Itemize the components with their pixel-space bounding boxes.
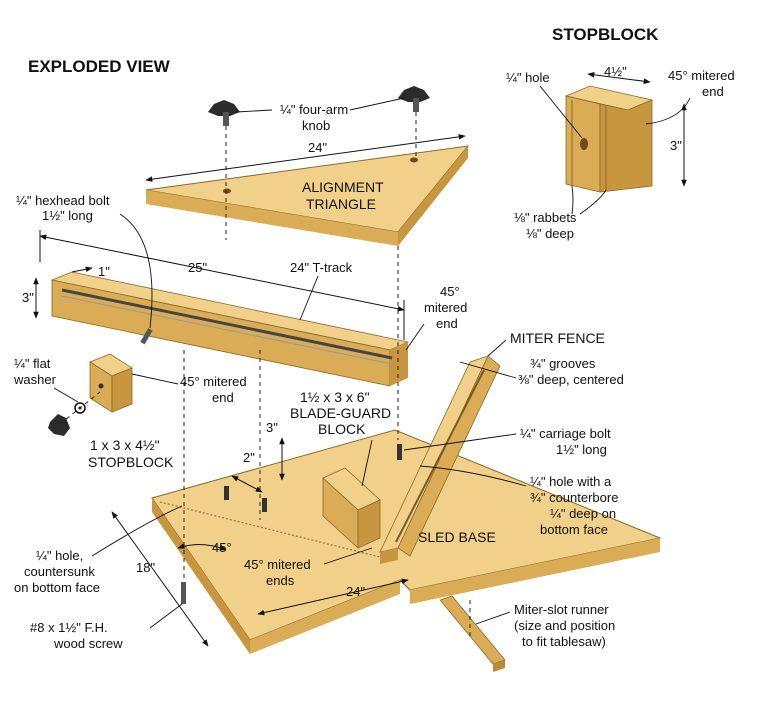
label-runner-3: to fit tablesaw) <box>522 634 606 649</box>
carriage-bolt-icon <box>397 444 402 460</box>
stopblock-heading: STOPBLOCK <box>552 25 659 44</box>
part-miter-fence: MITER FENCE <box>510 330 605 346</box>
part-blade-guard-2: BLADE-GUARD <box>290 405 391 421</box>
label-carriage-bolt-2: 1½" long <box>556 442 607 457</box>
four-arm-knob-icon <box>48 414 70 436</box>
detail-label-rabbets-2: ⅛" deep <box>526 226 574 241</box>
blade-guard-block <box>322 467 381 549</box>
label-hexhead-bolt: ¼" hexhead bolt <box>16 193 110 208</box>
dimension-base-angle: 45° <box>212 540 232 555</box>
label-countersunk-2: countersunk <box>24 564 95 579</box>
stopblock-part <box>89 353 133 413</box>
label-grooves-2: ⅜" deep, centered <box>518 372 624 387</box>
stopblock-detail <box>564 85 654 193</box>
label-hexhead-bolt-2: 1½" long <box>42 208 93 223</box>
wood-screw-icon <box>181 582 186 604</box>
screw-icon <box>224 486 229 500</box>
label-countersunk: ¼" hole, <box>36 548 83 563</box>
detail-label-rabbets: ⅛" rabbets <box>514 210 577 225</box>
miter-slot-runner <box>439 595 506 672</box>
label-runner-2: (size and position <box>514 618 615 633</box>
hexhead-bolt-icon <box>140 328 153 345</box>
label-four-arm-knob-2: knob <box>302 118 330 133</box>
label-flat-washer-2: washer <box>13 372 57 387</box>
label-wood-screw: #8 x 1½" F.H. <box>30 620 108 635</box>
detail-label-mitered: 45° mitered <box>668 68 735 83</box>
dimension-guard-height: 3" <box>266 420 278 435</box>
four-arm-knob-icon <box>398 86 430 112</box>
label-counterbore: ¼" hole with a <box>530 474 612 489</box>
four-arm-knob-icon <box>208 100 240 126</box>
label-base-mitered-2: ends <box>266 573 295 588</box>
label-carriage-bolt: ¼" carriage bolt <box>520 426 611 441</box>
exploded-view-heading: EXPLODED VIEW <box>28 57 171 76</box>
part-stopblock: 1 x 3 x 4½" <box>90 437 160 453</box>
detail-label-hole: ¼" hole <box>506 70 550 85</box>
label-counterbore-3: ¼" deep on <box>550 506 616 521</box>
label-counterbore-2: ¾" counterbore <box>530 490 618 505</box>
label-flat-washer: ¼" flat <box>14 356 51 371</box>
label-wood-screw-2: wood screw <box>53 636 123 651</box>
part-stopblock-2: STOPBLOCK <box>88 454 174 470</box>
label-mitered-end-2: mitered <box>424 300 467 315</box>
part-alignment-triangle-2: TRIANGLE <box>306 196 376 212</box>
flat-washer-icon <box>74 402 86 414</box>
miter-fence <box>379 355 501 564</box>
label-grooves: ¾" grooves <box>530 356 596 371</box>
screw-icon <box>262 498 267 512</box>
part-sled-base: SLED BASE <box>418 529 496 545</box>
detail-label-mitered-2: end <box>702 84 724 99</box>
label-counterbore-4: bottom face <box>540 522 608 537</box>
dimension-base-depth: 18" <box>136 560 155 575</box>
label-runner: Miter-slot runner <box>514 602 609 617</box>
part-blade-guard-3: BLOCK <box>318 421 366 437</box>
label-mitered-end: 45° <box>440 284 460 299</box>
dimension-fence-height: 3" <box>22 290 34 305</box>
dimension-track-offset: 1" <box>98 264 110 279</box>
label-mitered-end-3: end <box>436 316 458 331</box>
part-blade-guard: 1½ x 3 x 6" <box>300 389 370 405</box>
dimension-triangle-length: 24" <box>308 140 327 155</box>
dimension-fence-length: 25" <box>188 260 207 275</box>
label-stop-mitered: 45° mitered <box>180 374 247 389</box>
label-four-arm-knob: ¼" four-arm <box>280 102 348 117</box>
detail-dimension-width: 4½" <box>604 64 627 79</box>
label-base-mitered: 45° mitered <box>244 557 311 572</box>
dimension-base-width: 24" <box>346 584 365 599</box>
dimension-guard-offset: 2" <box>243 450 255 465</box>
part-alignment-triangle: ALIGNMENT <box>302 179 384 195</box>
detail-dimension-height: 3" <box>670 138 682 153</box>
label-countersunk-3: on bottom face <box>14 580 100 595</box>
label-stop-mitered-2: end <box>212 390 234 405</box>
label-t-track: 24" T-track <box>290 260 353 275</box>
